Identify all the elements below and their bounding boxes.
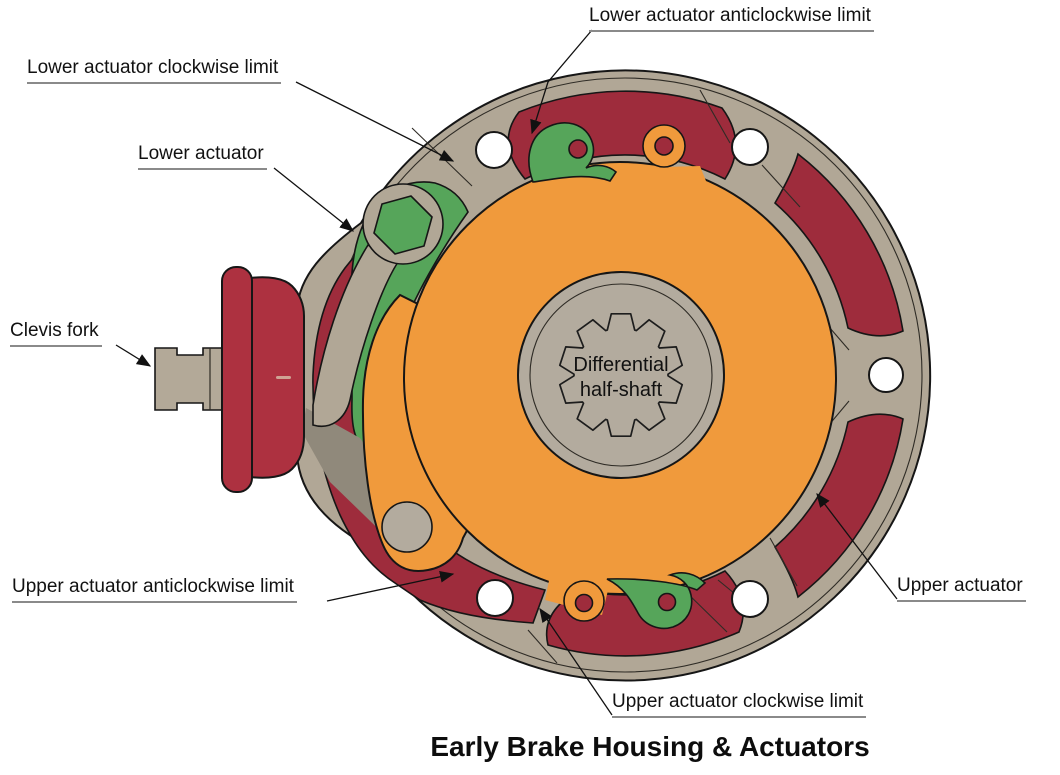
pin-top-green	[568, 139, 588, 159]
clevis-fork-shaft	[154, 347, 231, 411]
label-lower-actuator-anticlockwise-limit: Lower actuator anticlockwise limit	[589, 5, 874, 32]
diagram-title: Early Brake Housing & Actuators	[430, 731, 870, 762]
lobe-pin-hole	[381, 501, 433, 553]
leader-clevis-fork	[115, 344, 152, 367]
casting-line-6	[769, 537, 798, 587]
bolt-hole-top-right	[731, 128, 769, 166]
label-lower-actuator-clockwise-limit: Lower actuator clockwise limit	[27, 57, 282, 84]
pocket-lower-right	[773, 413, 904, 599]
pocket-upper-right	[773, 152, 904, 337]
pin-bottom-green	[657, 592, 677, 612]
casting-line-9	[527, 629, 558, 664]
leader-lower-clockwise	[295, 81, 455, 162]
casting-line-3	[761, 164, 801, 208]
differential-spline	[558, 312, 684, 438]
label-lower-actuator: Lower actuator	[138, 143, 267, 170]
label-upper-actuator-anticlockwise-limit: Upper actuator anticlockwise limit	[12, 576, 297, 603]
pin-bottom-orange	[574, 593, 594, 613]
bolt-hole-top-left	[475, 131, 513, 169]
leader-upper-clockwise	[539, 607, 613, 716]
hub-outer	[517, 271, 725, 479]
bell-highlight	[276, 376, 291, 379]
leader-lower-actuator	[273, 167, 355, 232]
lower-actuator-clockwise-tab	[618, 166, 712, 198]
casting-line-2	[699, 89, 731, 144]
leader-lower-anticlockwise	[530, 29, 593, 135]
lever-hex-hole	[373, 195, 433, 255]
bell-rim	[221, 266, 253, 493]
leader-upper-anticlockwise	[326, 571, 455, 602]
label-upper-actuator-clockwise-limit: Upper actuator clockwise limit	[612, 691, 867, 718]
bolt-hole-bottom-right	[731, 580, 769, 618]
hub-label-line1: Differential	[573, 354, 668, 376]
upper-actuator-anticlockwise-tab	[606, 572, 707, 630]
bolt-hole-right	[868, 357, 904, 393]
label-upper-actuator: Upper actuator	[897, 575, 1026, 602]
lever-arm	[312, 243, 400, 427]
hub-label-line2: half-shaft	[580, 379, 663, 401]
bolt-hole-bottom-left	[476, 579, 514, 617]
leader-upper-actuator	[816, 492, 898, 600]
label-clevis-fork: Clevis fork	[10, 320, 102, 347]
hub-inner-ring	[529, 283, 713, 467]
pin-top-orange	[654, 136, 674, 156]
